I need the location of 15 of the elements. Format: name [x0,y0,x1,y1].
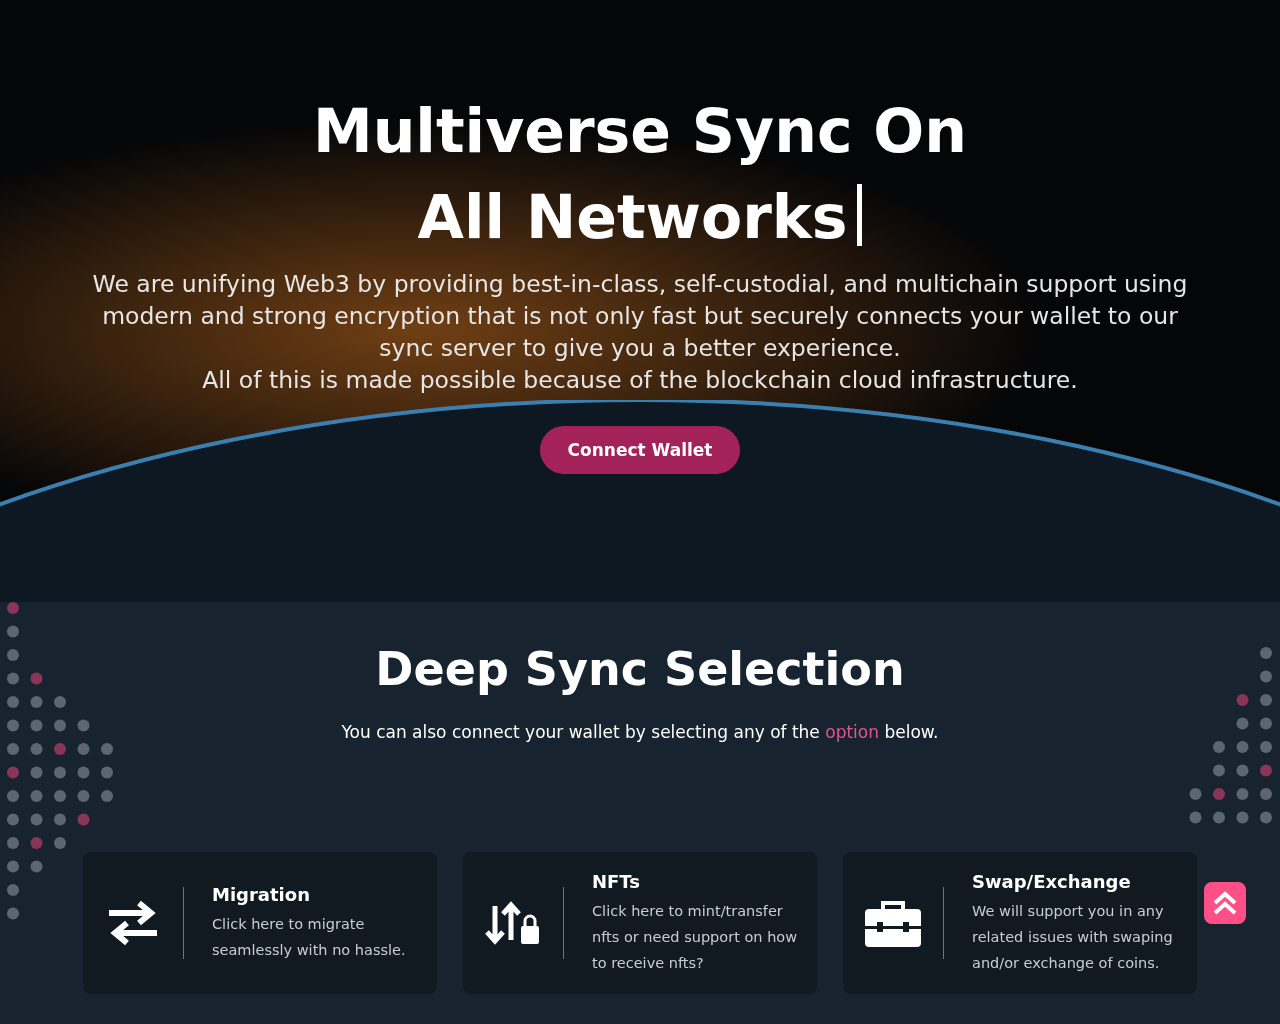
card-description: Click here to migrate seamlessly with no hassle. [212,914,407,960]
card-title: Swap/Exchange [972,870,1132,892]
card-description: Click here to mint/transfer nfts or need support on how to receive nfts? [592,901,799,973]
card-description: We will support you in any related issues with swaping and/or exchange of coins. [972,901,1174,973]
section-subtitle: You can also connect your wallet by selecting any of the option below. [340,722,940,742]
connect-wallet-button: Connect Wallet [540,426,740,474]
option-card [843,852,1197,994]
option-card [83,852,437,994]
option-card [463,852,817,994]
hero-paragraph: All of this is made possible because of the blockchain cloud infrastructure. [201,365,1079,396]
card-title: Migration [212,883,311,905]
hero-title: Multiverse Sync On All Networks [311,95,969,254]
hero-paragraph: We are unifying Web3 by providing best-in-class, self-custodial, and multichain support using modern and strong encryption that is not only fast but securely connects your wallet to our sync server to give you a better experience. [91,269,1189,364]
card-title: NFTs [592,870,641,892]
section-heading: Deep Sync Selection [374,642,906,696]
